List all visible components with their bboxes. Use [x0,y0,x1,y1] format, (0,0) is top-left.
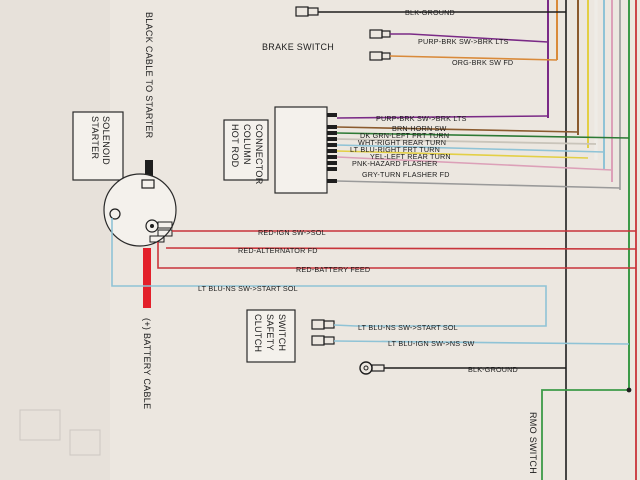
starter-solenoid: STARTER SOLENOID BLACK CABLE TO STARTER … [72,12,547,409]
label-switch: SWITCH [277,314,287,351]
connector-block [274,106,328,194]
label-lt-blu-right-frt: LT BLU-RIGHT FRT TURN [350,145,440,154]
label-column: COLUMN [242,124,252,165]
label-lt-blu-start-sol-2: LT BLU-NS SW->START SOL [358,323,458,332]
label-black-cable-to-starter: BLACK CABLE TO STARTER [144,12,154,139]
label-lt-blu-ign-ns: LT BLU-IGN SW->NS SW [388,339,474,348]
label-hot-rod: HOT ROD [230,124,240,168]
label-battery-cable: (+) BATTERY CABLE [142,318,152,409]
blk-ground-bottom: BLK-GROUND [359,361,566,375]
label-wht-right-rear: WHT-RIGHT REAR TURN [358,138,446,147]
label-gry-turn-flasher: GRY-TURN FLASHER FD [362,170,450,179]
clutch-safety-switch: CLUTCH SAFETY SWITCH LT BLU-NS SW->START… [246,309,630,363]
thermo-switch-wire: RMO SWITCH [528,387,632,480]
label-dk-grn-left-frt: DK GRN-LEFT FRT TURN [360,131,449,140]
label-red-ign-sol: RED-IGN SW->SOL [258,228,326,237]
black-cable-stub [145,160,153,182]
paper-shadow [0,0,110,480]
label-thermo-switch: RMO SWITCH [528,412,538,474]
label-clutch: CLUTCH [253,314,263,352]
label-purp-brk-lts-top: PURP-BRK SW->BRK LTS [418,37,509,46]
label-starter: STARTER [90,116,100,159]
label-pnk-hazard: PNK-HAZARD FLASHER [352,159,437,168]
label-brake-switch: BRAKE SWITCH [262,42,334,52]
faded-print [19,409,101,456]
label-lt-blu-ns-start-sol: LT BLU-NS SW->START SOL [198,284,298,293]
label-solenoid: SOLENOID [101,116,111,165]
label-yel-left-rear: YEL-LEFT REAR TURN [370,152,451,161]
label-connector: CONNECTOR [254,124,264,185]
label-blk-ground-top: BLK-GROUND [405,8,455,17]
solenoid-body [103,173,177,247]
label-brn-horn-sw: BRN-HORN SW [392,124,447,133]
red-wires: RED-IGN SW->SOL RED-ALTERNATOR FD RED-BA… [157,228,637,293]
vertical-trunks [547,0,637,480]
label-red-alternator-fd: RED-ALTERNATOR FD [238,246,318,255]
label-red-battery-feed: RED-BATTERY FEED [296,265,370,274]
lt-blu-start-sol-wire [111,218,547,327]
brake-switch: BRAKE SWITCH PURP-BRK SW->BRK LTS ORG-BR… [262,29,558,67]
hot-rod-column-connector: HOT ROD COLUMN CONNECTOR PURP-BRK SW->BR… [223,106,630,194]
label-safety: SAFETY [265,314,275,351]
battery-cable [143,248,151,308]
label-org-brk-fd: ORG-BRK SW FD [452,58,513,67]
blk-ground-top-wire: BLK-GROUND [295,6,566,17]
label-purp-brk-lts: PURP-BRK SW->BRK LTS [376,114,467,123]
solenoid-small-terminal [109,208,121,220]
label-blk-ground-bottom: BLK-GROUND [468,365,518,374]
